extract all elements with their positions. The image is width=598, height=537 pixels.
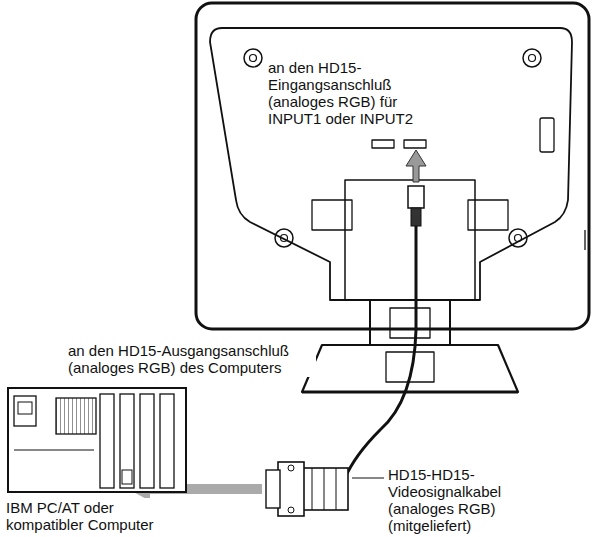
callout-label: an den HD15-Eingangsanschluß (analoges R… — [266, 58, 436, 128]
vga-plug — [266, 462, 348, 516]
video-cable — [345, 186, 424, 478]
insert-arrow — [406, 150, 426, 182]
callout-label: IBM PC/AT oder kompatibler Computer — [4, 498, 174, 534]
callout-label: HD15-HD15-Videosignalkabel (analoges RGB… — [386, 465, 536, 535]
monitor-back — [196, 3, 589, 392]
computer — [8, 388, 186, 492]
callout-label: an den HD15-Ausgangsanschluß (analoges R… — [66, 341, 316, 377]
